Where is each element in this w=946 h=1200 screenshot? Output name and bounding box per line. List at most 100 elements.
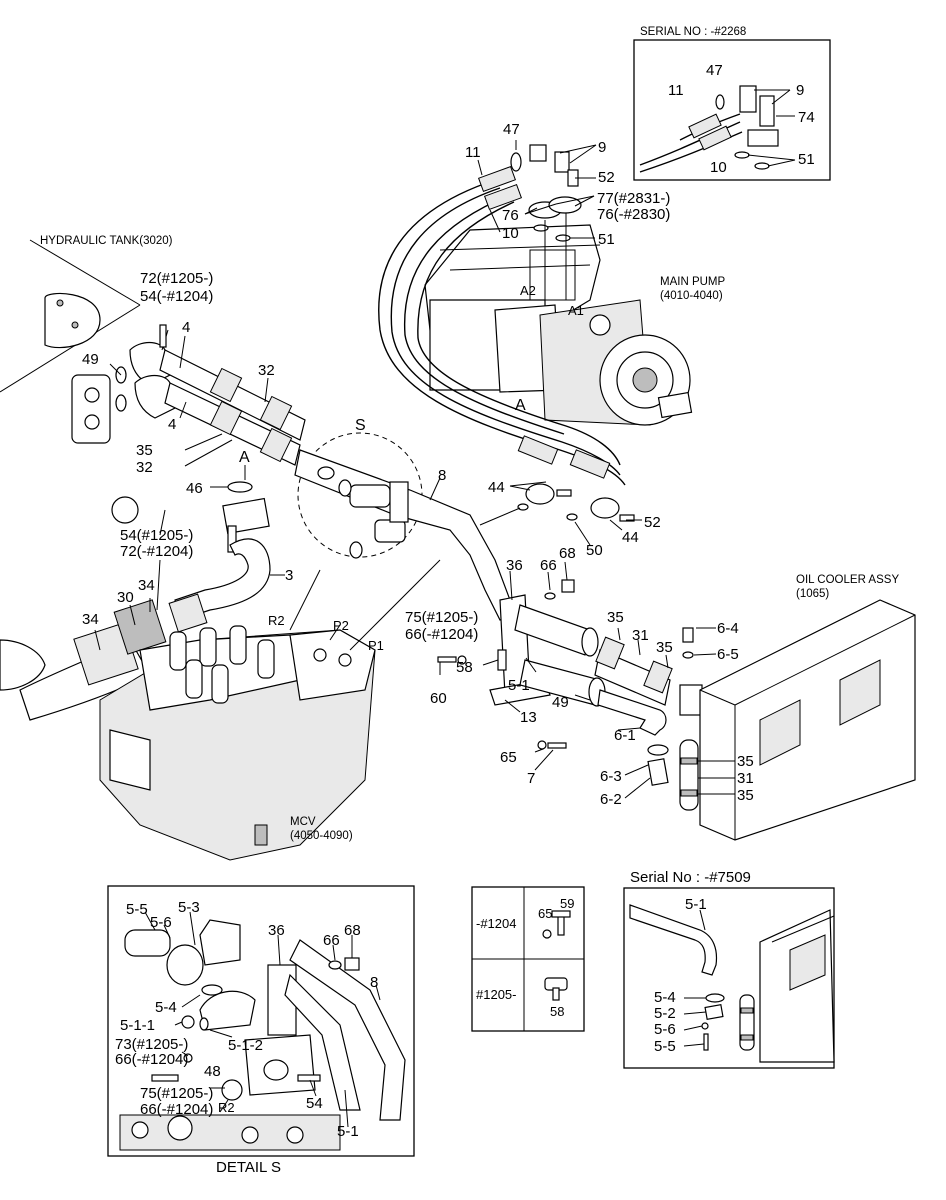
mcv-label: MCV xyxy=(290,816,316,828)
svg-text:9: 9 xyxy=(796,82,804,99)
detail-label-48: 48 xyxy=(204,1063,221,1080)
pipe-3-area: A 46 54(#1205-) 72(-#1204) 3 34 30 34 xyxy=(0,449,293,721)
label-8: 8 xyxy=(438,467,446,484)
label-44b: 44 xyxy=(622,529,639,546)
label-76: 76 xyxy=(502,207,519,224)
table-label-59: 59 xyxy=(560,896,574,911)
label-34a: 34 xyxy=(82,611,99,628)
label-6-5: 6-5 xyxy=(717,646,739,663)
label-58: 58 xyxy=(456,659,473,676)
label-47: 47 xyxy=(503,121,520,138)
main-pump: A2 A1 A MAIN PUMP (4010-4040) xyxy=(424,224,726,426)
label-6-2: 6-2 xyxy=(600,791,622,808)
label-31b: 31 xyxy=(737,770,754,787)
port-a2: A2 xyxy=(520,283,536,298)
inset-bottom-title: Serial No : -#7509 xyxy=(630,869,751,886)
inset-serial-2268: SERIAL NO : -#2268 47 9 11 74 10 51 xyxy=(633,26,831,181)
detail-label-68: 68 xyxy=(344,922,361,939)
detail-s-title: DETAIL S xyxy=(216,1159,281,1176)
svg-text:5-4: 5-4 xyxy=(654,989,676,1006)
label-35d: 35 xyxy=(737,753,754,770)
label-35e: 35 xyxy=(737,787,754,804)
label-5-1: 5-1 xyxy=(508,677,530,694)
table-row-1205: #1205- xyxy=(476,987,516,1002)
label-50: 50 xyxy=(586,542,603,559)
label-66: 66 xyxy=(540,557,557,574)
table-label-65: 65 xyxy=(538,906,552,921)
label-30: 30 xyxy=(117,589,134,606)
port-p2: P2 xyxy=(333,618,349,633)
detail-label-66: 66 xyxy=(323,932,340,949)
detail-label-5-6: 5-6 xyxy=(150,914,172,931)
label-76b: 76(-#2830) xyxy=(597,206,670,223)
label-65: 65 xyxy=(500,749,517,766)
svg-text:5-6: 5-6 xyxy=(654,1021,676,1038)
label-13: 13 xyxy=(520,709,537,726)
label-54b: 54(#1205-) xyxy=(120,527,193,544)
hydraulic-tank: HYDRAULIC TANK(3020) 72(#1205-) 54(-#120… xyxy=(0,235,213,393)
label-35b: 35 xyxy=(607,609,624,626)
cooler-hoses: 35 31 35 6-4 6-5 6-1 65 7 6-3 6-2 xyxy=(500,609,739,808)
detail-label-5-4: 5-4 xyxy=(155,999,177,1016)
port-a-lower: A xyxy=(239,449,250,466)
inset-serial-7509: Serial No : -#7509 5-1 5-4 5-2 5-6 5-5 xyxy=(623,869,835,1069)
label-34b: 34 xyxy=(138,577,155,594)
main-pump-code: (4010-4040) xyxy=(660,290,723,302)
label-3: 3 xyxy=(285,567,293,584)
detail-label-75: 75(#1205-) xyxy=(140,1085,213,1102)
label-4a: 4 xyxy=(182,319,190,336)
suction-hoses: 4 49 32 4 35 32 xyxy=(71,319,306,476)
bracket-area: 36 66 68 75(#1205-) 66(-#1204) 58 60 5-1… xyxy=(405,545,606,726)
label-7: 7 xyxy=(527,770,535,787)
detail-label-54: 54 xyxy=(306,1095,323,1112)
serial-table: -#1204 #1205- 65 59 58 xyxy=(471,886,585,1032)
port-p1: P1 xyxy=(368,638,384,653)
detail-label-73: 73(#1205-) xyxy=(115,1036,188,1053)
svg-text:51: 51 xyxy=(798,151,815,168)
label-31: 31 xyxy=(632,627,649,644)
mcv: R2 P2 P1 MCV (4050-4090) xyxy=(99,559,441,861)
oil-cooler-code: (1065) xyxy=(796,588,829,600)
svg-text:11: 11 xyxy=(668,82,684,99)
detail-label-r2: R2 xyxy=(218,1100,235,1115)
svg-text:47: 47 xyxy=(706,62,723,79)
label-60: 60 xyxy=(430,690,447,707)
pump-flanges: 44 52 44 50 xyxy=(479,479,661,559)
svg-text:5-1: 5-1 xyxy=(685,896,707,913)
label-52: 52 xyxy=(598,169,615,186)
detail-label-8: 8 xyxy=(370,974,378,991)
detail-s: 5-5 5-6 5-3 36 66 68 8 5-4 5-1-1 5-1-2 7… xyxy=(107,885,415,1176)
hoses-10-11 xyxy=(378,165,626,486)
mcv-code: (4050-4090) xyxy=(290,830,353,842)
label-72a: 72(#1205-) xyxy=(140,270,213,287)
label-77: 77(#2831-) xyxy=(597,190,670,207)
main-pump-label: MAIN PUMP xyxy=(660,276,726,288)
oil-cooler: 35 31 35 OIL COOLER ASSY (1065) xyxy=(679,574,916,841)
svg-text:10: 10 xyxy=(710,159,727,176)
label-46: 46 xyxy=(186,480,203,497)
label-6-1: 6-1 xyxy=(614,727,636,744)
label-9: 9 xyxy=(598,139,606,156)
label-35: 35 xyxy=(136,442,153,459)
inset-top-title: SERIAL NO : -#2268 xyxy=(640,26,746,38)
label-66b: 66(-#1204) xyxy=(405,626,478,643)
table-row-1204: -#1204 xyxy=(476,916,516,931)
detail-label-5-1-1: 5-1-1 xyxy=(120,1017,155,1034)
label-6-4: 6-4 xyxy=(717,620,739,637)
label-68: 68 xyxy=(559,545,576,562)
label-10: 10 xyxy=(502,225,519,242)
label-32b: 32 xyxy=(136,459,153,476)
label-11: 11 xyxy=(465,144,481,161)
pump-fittings: 11 47 9 52 77(#2831-) 76 76(-#2830) 10 5… xyxy=(465,121,670,300)
label-36: 36 xyxy=(506,557,523,574)
detail-label-66b: 66(-#1204) xyxy=(115,1051,188,1068)
detail-label-66c: 66(-#1204) xyxy=(140,1101,213,1118)
label-52b: 52 xyxy=(644,514,661,531)
label-35c: 35 xyxy=(656,639,673,656)
svg-text:5-2: 5-2 xyxy=(654,1005,676,1022)
port-r2: R2 xyxy=(268,613,285,628)
port-s: S xyxy=(355,417,366,434)
oil-cooler-label: OIL COOLER ASSY xyxy=(796,574,899,586)
svg-text:74: 74 xyxy=(798,109,815,126)
